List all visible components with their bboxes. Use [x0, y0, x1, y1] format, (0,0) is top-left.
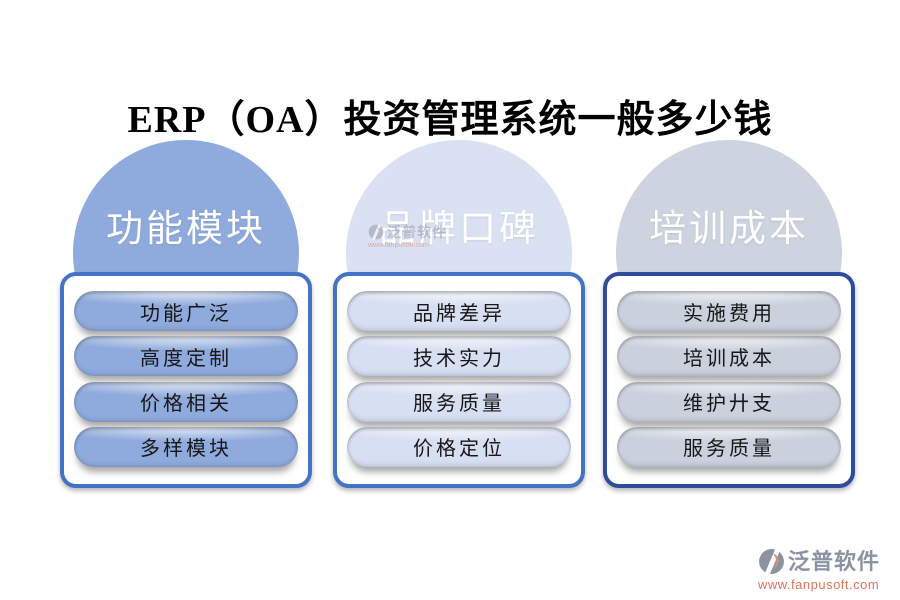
column: 培训成本 实施费用 培训成本 维护廾支 服务质量: [603, 140, 855, 500]
factor-label: 功能广泛: [140, 302, 232, 325]
brand-logo-row: 泛普软件: [758, 548, 880, 575]
brand-url: www.fanpusoft.com: [757, 577, 880, 592]
fanpu-logo-icon: [368, 224, 384, 240]
factor-pill: 品牌差异: [347, 291, 571, 332]
factor-pill: 功能广泛: [74, 291, 298, 332]
factor-label: 服务质量: [413, 393, 505, 416]
factor-label: 培训成本: [683, 347, 775, 370]
factor-label: 价格相关: [140, 393, 232, 416]
factor-pill: 培训成本: [617, 336, 841, 377]
factor-label: 维护廾支: [683, 393, 775, 416]
brand-watermark: 泛普软件 www.fanpusoft.com: [368, 224, 447, 249]
category-label: 功能模块: [106, 209, 266, 250]
fanpu-logo-icon: [759, 548, 784, 575]
factor-label: 多样模块: [140, 438, 232, 461]
factor-pill: 价格相关: [74, 381, 298, 422]
factor-label: 高度定制: [140, 347, 232, 370]
factor-pill: 价格定位: [347, 426, 571, 467]
factor-pill: 多样模块: [74, 426, 298, 467]
factor-pill: 服务质量: [347, 381, 571, 422]
category-label: 培训成本: [649, 209, 809, 250]
category-label: 品牌口碑: [379, 209, 539, 250]
factor-pill: 维护廾支: [617, 381, 841, 422]
page-title: ERP（OA）投资管理系统一般多少钱: [127, 99, 773, 141]
brand-name: 泛普软件: [787, 548, 880, 574]
column: 品牌口碑 品牌差异 技术实力 服务质量 价格定位: [333, 140, 585, 500]
brand-name: 泛普软件: [387, 224, 447, 240]
factor-label: 品牌差异: [413, 302, 505, 325]
brand-logo: 泛普软件 www.fanpusoft.com: [758, 548, 880, 591]
factor-pill: 服务质量: [617, 426, 841, 467]
factor-pill: 技术实力: [347, 336, 571, 377]
factor-label: 技术实力: [413, 347, 505, 370]
factors-box: 实施费用 培训成本 维护廾支 服务质量: [603, 272, 855, 488]
factor-pill: 高度定制: [74, 336, 298, 377]
factor-label: 服务质量: [683, 438, 775, 461]
column: 功能模块 功能广泛 高度定制 价格相关 多样模块: [60, 140, 312, 500]
factor-label: 实施费用: [683, 302, 775, 325]
factor-label: 价格定位: [413, 438, 505, 461]
factors-box: 品牌差异 技术实力 服务质量 价格定位: [333, 272, 585, 488]
brand-url: www.fanpusoft.com: [368, 242, 429, 249]
factors-box: 功能广泛 高度定制 价格相关 多样模块: [60, 272, 312, 488]
factor-pill: 实施费用: [617, 291, 841, 332]
brand-watermark-row: 泛普软件: [368, 224, 447, 240]
